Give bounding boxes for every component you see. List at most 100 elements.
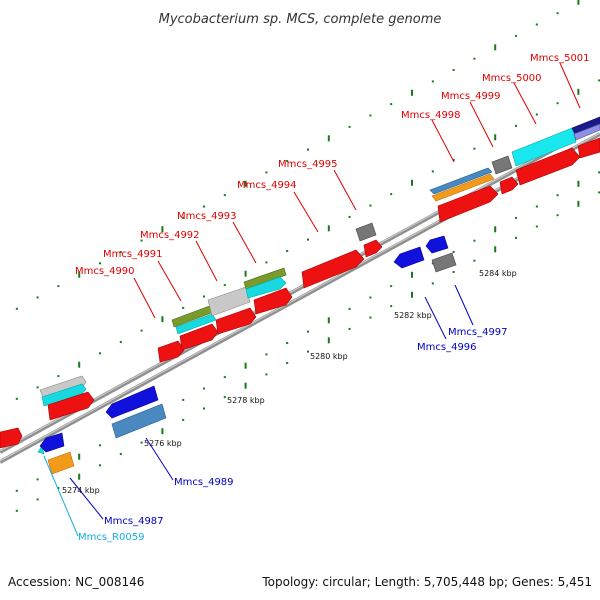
minor-tick: [223, 376, 226, 379]
gene-feature[interactable]: [431, 252, 457, 273]
major-tick: [78, 473, 81, 480]
minor-tick: [286, 250, 289, 252]
gene-feature[interactable]: [207, 286, 251, 317]
major-tick: [327, 317, 330, 324]
gene-feature[interactable]: [425, 235, 449, 254]
reverse-strand-features: [37, 235, 457, 475]
gene-feature[interactable]: [39, 432, 65, 453]
minor-tick: [307, 330, 309, 333]
gene-feature[interactable]: [363, 239, 383, 258]
gene-feature[interactable]: [47, 391, 95, 421]
minor-tick: [348, 215, 351, 218]
minor-tick: [473, 259, 476, 262]
gene-feature[interactable]: [491, 155, 513, 175]
gene-label[interactable]: Mmcs_4993: [177, 211, 237, 222]
gene-feature[interactable]: [47, 451, 75, 475]
major-tick: [78, 453, 81, 460]
minor-tick: [452, 69, 455, 71]
gene-label[interactable]: Mmcs_4999: [441, 91, 501, 102]
minor-tick: [286, 362, 289, 364]
minor-tick: [182, 398, 185, 401]
major-tick: [161, 428, 164, 435]
gene-feature[interactable]: [41, 383, 87, 407]
gene-feature[interactable]: [0, 427, 23, 449]
minor-tick: [286, 342, 289, 344]
minor-tick: [515, 216, 517, 219]
minor-tick: [36, 386, 39, 389]
minor-tick: [223, 284, 226, 287]
gene-feature[interactable]: [573, 123, 600, 141]
major-tick: [161, 316, 164, 323]
minor-tick: [140, 239, 143, 242]
minor-tick: [452, 159, 455, 161]
minor-tick: [119, 453, 122, 455]
gene-feature[interactable]: [157, 340, 185, 363]
minor-tick: [535, 113, 538, 116]
minor-tick: [265, 171, 268, 174]
gene-label[interactable]: Mmcs_4994: [237, 180, 297, 191]
major-tick: [494, 134, 497, 141]
gene-feature[interactable]: [243, 267, 287, 290]
minor-tick: [203, 387, 205, 390]
gene-feature[interactable]: [245, 276, 287, 299]
gene-label[interactable]: Mmcs_R0059: [78, 532, 144, 543]
gene-label[interactable]: Mmcs_5000: [482, 73, 542, 84]
minor-tick: [265, 261, 268, 264]
gene-feature[interactable]: [429, 167, 493, 195]
forward-labels: Mmcs_4990 Mmcs_4991 Mmcs_4992 Mmcs_4993 …: [75, 53, 590, 319]
gene-feature[interactable]: [431, 173, 495, 202]
gene-feature[interactable]: [355, 222, 377, 242]
gene-label[interactable]: Mmcs_4990: [75, 266, 135, 277]
minor-tick: [119, 341, 122, 343]
gene-feature[interactable]: [511, 127, 577, 167]
gene-feature[interactable]: [105, 385, 159, 419]
gene-feature[interactable]: [179, 323, 219, 351]
gene-label[interactable]: Mmcs_4997: [448, 327, 508, 338]
minor-tick: [15, 489, 18, 492]
genome-backbone-highlight-1: [0, 122, 600, 452]
major-tick: [78, 271, 81, 278]
gene-feature[interactable]: [111, 403, 167, 439]
minor-tick: [286, 160, 289, 162]
minor-tick: [473, 57, 476, 60]
major-tick: [494, 246, 497, 253]
minor-tick: [57, 375, 60, 378]
gene-label[interactable]: Mmcs_4996: [417, 342, 477, 353]
gene-label[interactable]: Mmcs_4989: [174, 477, 234, 488]
minor-tick: [99, 352, 101, 355]
minor-tick: [203, 407, 205, 410]
genome-backbone-highlight-2: [0, 132, 600, 462]
minor-tick: [348, 327, 351, 330]
tick-label: 5280 kbp: [310, 352, 348, 361]
gene-label[interactable]: Mmcs_4991: [103, 249, 163, 260]
gene-label[interactable]: Mmcs_4995: [278, 159, 338, 170]
gene-feature[interactable]: [393, 246, 425, 269]
gene-feature[interactable]: [499, 176, 519, 195]
gene-feature[interactable]: [515, 147, 581, 186]
tick-label: 5276 kbp: [144, 439, 182, 448]
minor-tick: [535, 23, 538, 26]
minor-tick: [390, 305, 393, 308]
gene-feature[interactable]: [577, 137, 600, 159]
minor-tick: [556, 102, 559, 105]
major-tick: [327, 337, 330, 344]
minor-tick: [473, 239, 476, 242]
major-tick: [494, 226, 497, 233]
tick-label: 5274 kbp: [62, 486, 100, 495]
minor-tick: [515, 34, 517, 37]
gene-feature[interactable]: [253, 287, 293, 315]
gene-label[interactable]: Mmcs_4998: [401, 110, 461, 121]
gene-feature[interactable]: [437, 185, 499, 223]
gene-feature[interactable]: [301, 249, 365, 289]
minor-tick: [431, 262, 434, 265]
gene-label[interactable]: Mmcs_4987: [104, 516, 164, 527]
major-tick: [494, 44, 497, 51]
minor-tick: [182, 418, 185, 421]
gene-feature[interactable]: [571, 116, 600, 137]
gene-label[interactable]: Mmcs_5001: [530, 53, 590, 64]
minor-tick: [57, 285, 60, 288]
gene-feature[interactable]: [215, 307, 257, 335]
gene-label[interactable]: Mmcs_4992: [140, 230, 200, 241]
major-tick: [577, 88, 580, 95]
genome-backbone-outer: [0, 122, 600, 454]
